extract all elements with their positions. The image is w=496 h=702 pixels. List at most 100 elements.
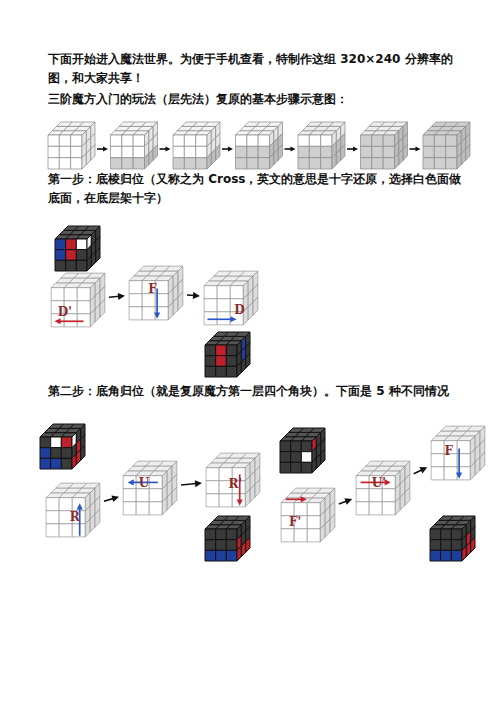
sequence-arrow-line-head [193, 292, 200, 299]
cube-sticker [247, 135, 258, 146]
cube-sticker [207, 153, 211, 169]
cube-sticker [369, 502, 382, 515]
cube-sticker [431, 454, 444, 467]
cube-sticker [430, 529, 441, 540]
cube-sticker [122, 146, 133, 157]
cube-sticker [100, 299, 105, 317]
cube-sticker [321, 146, 332, 157]
cube-sticker [405, 487, 410, 505]
cube-sticker [246, 353, 250, 368]
cube-sticker [383, 135, 394, 146]
cube-sticker [246, 537, 250, 552]
cube-sticker [226, 366, 237, 377]
move-label: D [234, 304, 244, 316]
cube-sticker [320, 524, 325, 542]
move-cube: D [203, 270, 259, 326]
sequence-arrow [187, 292, 200, 299]
step-arrow-head [103, 147, 108, 152]
turn-arrow-head [456, 473, 462, 479]
step-arrow [222, 148, 229, 150]
sequence-arrow-line-head [111, 495, 119, 502]
cube-sticker [280, 452, 291, 463]
step-arrow-head [416, 147, 421, 152]
cube-sticker [211, 149, 215, 165]
cube-sticker [444, 467, 457, 480]
cube-sticker [341, 145, 345, 161]
turn-arrow [458, 449, 460, 474]
cube-sticker [196, 135, 207, 146]
move-label: R [70, 511, 80, 523]
cube-sticker [91, 145, 95, 161]
cube-sticker [466, 542, 470, 557]
cube-sticker [461, 149, 465, 165]
cube-sticker [55, 250, 66, 261]
body-text: 下面开始进入魔法世界。为便于手机查看，特制作这组 320×240 分辨率的图，和… [48, 50, 460, 87]
cube-sticker [281, 503, 294, 516]
cube-sticker [270, 153, 274, 169]
cube-sticker [149, 149, 153, 165]
cube-sticker [86, 149, 90, 165]
cube-sticker [72, 454, 76, 469]
step-arrow-head [291, 147, 296, 152]
cube-sticker [136, 489, 149, 502]
move-label: D' [58, 306, 72, 318]
cube-sticker [434, 135, 445, 146]
turn-arrow [59, 320, 83, 322]
cube-sticker [76, 450, 80, 465]
cube-sticker [423, 158, 434, 169]
sequence-arrow [414, 467, 428, 474]
cube-sticker [278, 145, 282, 161]
sequence-arrow-line-head [419, 467, 427, 473]
cube-sticker [226, 529, 237, 540]
cube-sticker [122, 135, 133, 146]
cube-sticker [184, 146, 195, 157]
cube-sticker [173, 158, 184, 169]
cube-sticker [48, 135, 59, 146]
step-arrow [160, 148, 167, 150]
sequence-arrow [181, 480, 202, 487]
sequence-arrow-line [109, 295, 119, 298]
cube-sticker [332, 153, 336, 169]
cube-sticker [309, 158, 320, 169]
cube-sticker [226, 540, 237, 551]
cube-sticker [90, 514, 95, 532]
cube-sticker [281, 529, 294, 542]
cube-sticker [431, 441, 444, 454]
cube-sticker [184, 135, 195, 146]
cube-sticker [206, 494, 219, 507]
cube-sticker [173, 297, 178, 315]
cube-sticker [361, 135, 372, 146]
cube-sticker [77, 301, 90, 314]
cube-sticker [66, 239, 77, 250]
cube-sticker [441, 550, 452, 561]
cube-sticker [46, 524, 59, 537]
cube-sticker [153, 145, 157, 161]
cube-sticker [123, 502, 136, 515]
cube-sticker [247, 158, 258, 169]
cube-sticker [441, 529, 452, 540]
cube-sticker [71, 135, 82, 146]
cube-sticker [55, 260, 66, 271]
cube-sticker [46, 511, 59, 524]
turn-arrow-head [77, 503, 83, 509]
cube-sticker [204, 312, 217, 325]
cube-sticker [446, 135, 457, 146]
sequence-arrow [104, 495, 119, 502]
cube-sticker [46, 498, 59, 511]
cube-sticker [51, 448, 62, 459]
cube-sticker [298, 158, 309, 169]
cube-sticker [325, 519, 330, 537]
cube-sticker [356, 502, 369, 515]
cube-sticker [226, 345, 237, 356]
cube-sticker [301, 441, 312, 452]
cube-sticker [76, 239, 87, 250]
sequence-arrow-line [181, 484, 196, 485]
cube-sticker [321, 135, 332, 146]
turn-arrow-head [301, 496, 307, 502]
cube-sticker [133, 146, 144, 157]
cube-sticker [205, 540, 216, 551]
turn-arrow-head [128, 479, 134, 485]
cube-sticker [471, 537, 475, 552]
cube-sticker [462, 546, 466, 561]
cube-sticker [280, 462, 291, 473]
